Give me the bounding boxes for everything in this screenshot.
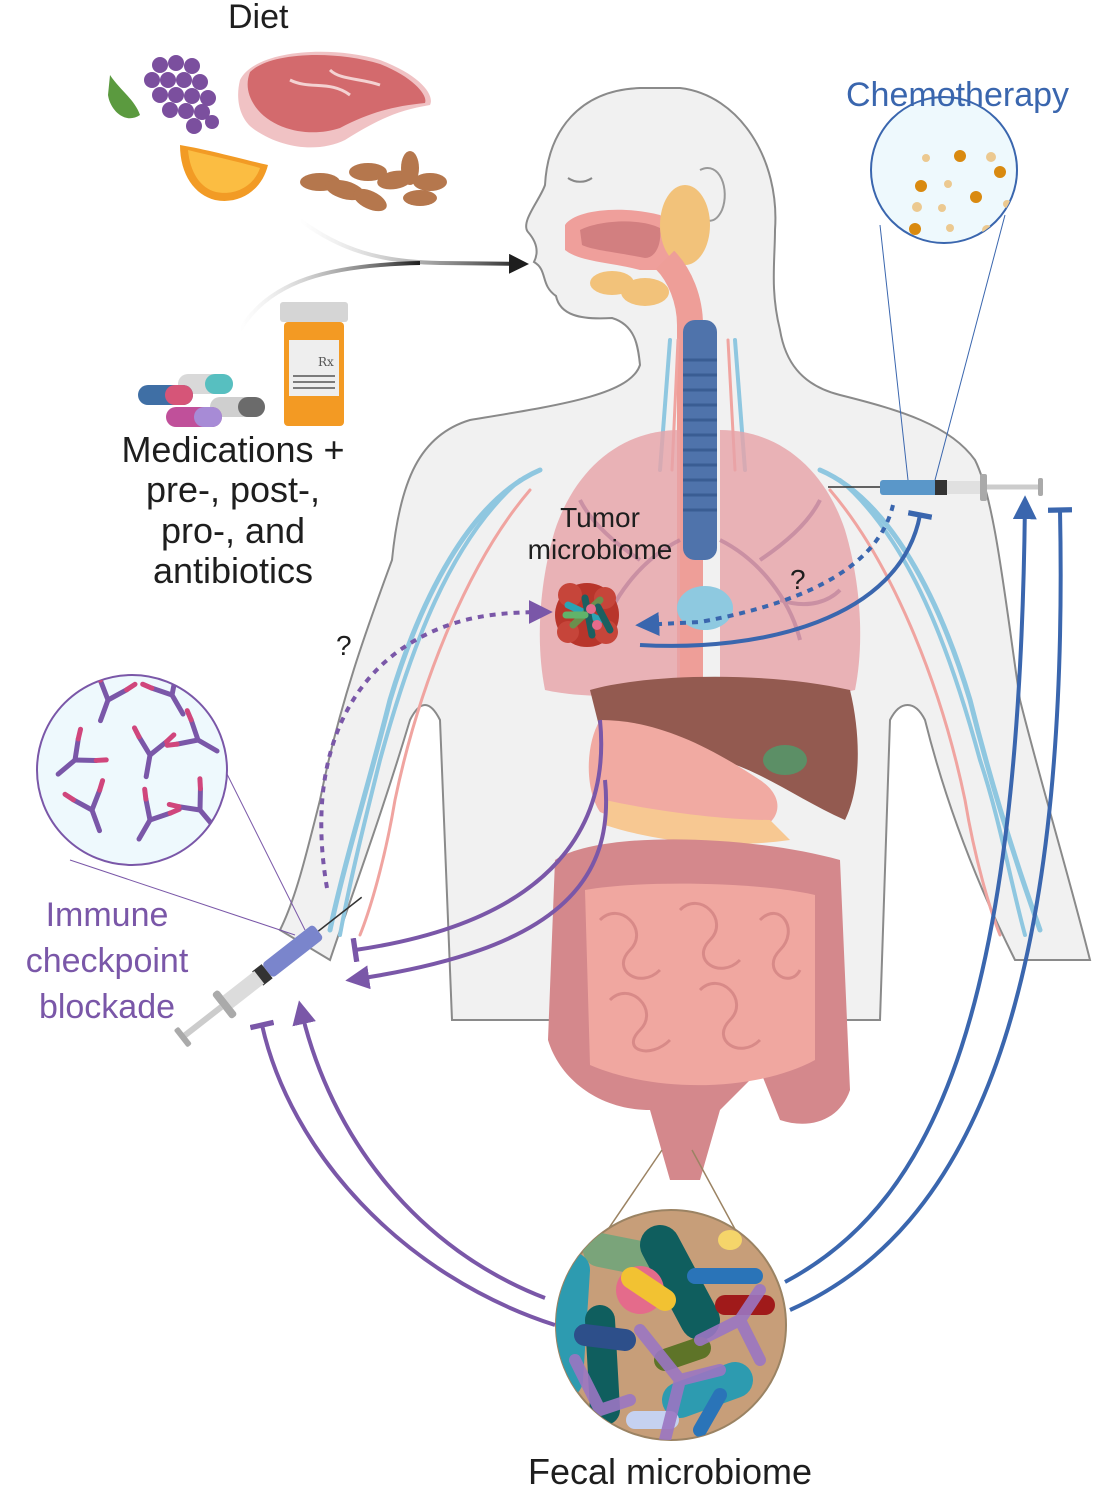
- ici-to-tumor-dashed-arrow: [319, 600, 553, 889]
- antibodies: [55, 675, 220, 842]
- chemo-drug-particles: [909, 150, 1011, 235]
- tumor-microbiome-label: Tumor microbiome: [500, 502, 700, 566]
- immune-checkpoint-blockade-label: Immune checkpoint blockade: [18, 893, 196, 1031]
- antibody-icon: [131, 725, 177, 780]
- grapes-icon: [108, 55, 219, 134]
- pancreas: [605, 800, 790, 845]
- fecal-promotes-ici: [292, 1000, 546, 1300]
- diet-foods: [108, 51, 447, 212]
- gallbladder: [763, 745, 807, 775]
- tumor-inhibits-chemo: [639, 510, 933, 648]
- fecal-microbiome-magnifier: [555, 1149, 787, 1441]
- trachea: [683, 320, 717, 560]
- rx-symbol: Rx: [318, 355, 334, 369]
- tumor-promotes-ici: [345, 779, 609, 990]
- liver: [590, 676, 858, 820]
- chemo-drug-circle: [870, 96, 1018, 244]
- antibody-icon: [62, 778, 106, 834]
- chemotherapy-syringe: [828, 474, 1043, 501]
- ici-magnifier: [36, 674, 306, 936]
- intestine-folds: [598, 902, 802, 1053]
- input-arrows: [238, 218, 529, 332]
- submandibular-gland: [621, 278, 669, 306]
- small-intestine: [585, 883, 815, 1086]
- tumor-inhibits-ici: [350, 719, 604, 963]
- ici-syringe: [174, 896, 363, 1047]
- orange-slice-icon: [180, 145, 268, 201]
- ici-line: Immune: [45, 896, 169, 934]
- medications-label: Medications + pre-, post-, pro-, and ant…: [98, 429, 368, 591]
- parotid-gland: [660, 185, 710, 265]
- fecal-microbiome-label: Fecal microbiome: [527, 1451, 813, 1492]
- diet-to-mouth-arrow: [298, 218, 529, 274]
- medications-icons: Rx: [138, 302, 348, 427]
- human-body: [278, 87, 1092, 1180]
- ici-line: checkpoint: [25, 941, 189, 980]
- tumor-icon: [555, 583, 619, 647]
- chemotherapy-label: Chemotherapy: [846, 76, 1070, 114]
- prescription-bottle-icon: Rx: [280, 302, 348, 426]
- fecal-inhibits-ici: [249, 1019, 556, 1327]
- tumor-microbiome-line: Tumor: [560, 502, 640, 533]
- trachea-rings: [683, 358, 717, 512]
- tumor-microbiome-line: microbiome: [527, 534, 673, 566]
- tongue: [580, 221, 661, 258]
- medications-line: pre-, post-,: [145, 469, 321, 511]
- capsules-icon: [138, 374, 265, 427]
- antibody-icon: [55, 726, 109, 777]
- medications-line: pro-, and: [160, 509, 306, 551]
- antibody-circle: [36, 674, 228, 866]
- relationship-arrows: [249, 495, 1073, 1327]
- chemotherapy-magnifier: [870, 96, 1018, 481]
- fecal-inhibits-chemo: [789, 507, 1073, 1312]
- medications-line: Medications +: [121, 429, 345, 470]
- almonds-icon: [300, 151, 447, 212]
- medications-line: antibiotics: [152, 549, 314, 591]
- unknown-marker-left: ?: [336, 630, 352, 661]
- meds-to-mouth-arrow: [238, 261, 421, 332]
- left-lung: [720, 430, 861, 696]
- bronchi: [578, 499, 842, 641]
- gut-bacteria: [556, 1225, 775, 1440]
- diet-label: Diet: [228, 0, 289, 36]
- antibody-icon: [166, 776, 217, 830]
- chemo-to-tumor-dashed-arrow: [635, 504, 895, 637]
- antibody-icon: [164, 708, 220, 754]
- closed-eye: [567, 177, 593, 183]
- ici-line: blockade: [38, 987, 176, 1026]
- unknown-marker-right: ?: [790, 564, 806, 595]
- antibody-icon: [136, 786, 182, 842]
- steak-icon: [238, 51, 431, 148]
- fecal-promotes-chemo: [784, 495, 1037, 1284]
- blood-vessels: [327, 338, 1043, 937]
